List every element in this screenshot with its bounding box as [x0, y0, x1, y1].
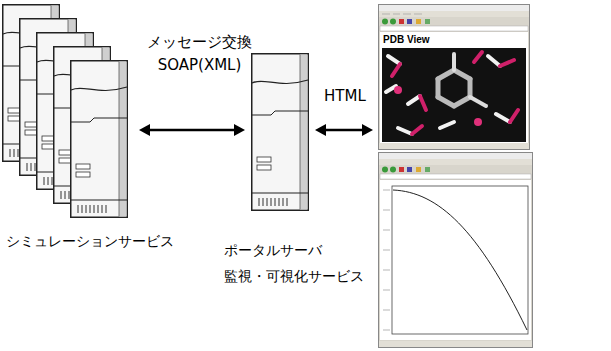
node-label: PDB View	[383, 33, 430, 46]
text-line: ポータルサーバ	[224, 237, 364, 263]
browser-screenshots	[378, 4, 535, 349]
arrow-head	[362, 124, 373, 136]
connector-line	[148, 129, 236, 132]
edge-label: メッセージ交換 SOAP(XML)	[147, 31, 252, 77]
connector-arrow	[315, 124, 373, 136]
edge-label: HTML	[324, 86, 366, 106]
connector-line	[324, 129, 364, 132]
connector-arrow	[139, 124, 245, 136]
node-label: ポータルサーバ 監視・可視化サービス	[224, 237, 364, 289]
arrow-head	[234, 124, 245, 136]
text-line: SOAP(XML)	[147, 54, 252, 77]
arrow-head	[315, 124, 326, 136]
portal-server	[250, 52, 312, 214]
arrow-head	[139, 124, 150, 136]
server-stack	[2, 4, 142, 224]
browser-window: PDB View	[378, 4, 530, 150]
node-label: シミュレーションサービス	[6, 232, 174, 250]
server-group: シミュレーションサービス	[2, 4, 134, 218]
text-line: メッセージ交換	[147, 31, 252, 54]
server-box: ポータルサーバ 監視・可視化サービス	[250, 52, 310, 212]
text-line: 監視・可視化サービス	[224, 263, 364, 289]
